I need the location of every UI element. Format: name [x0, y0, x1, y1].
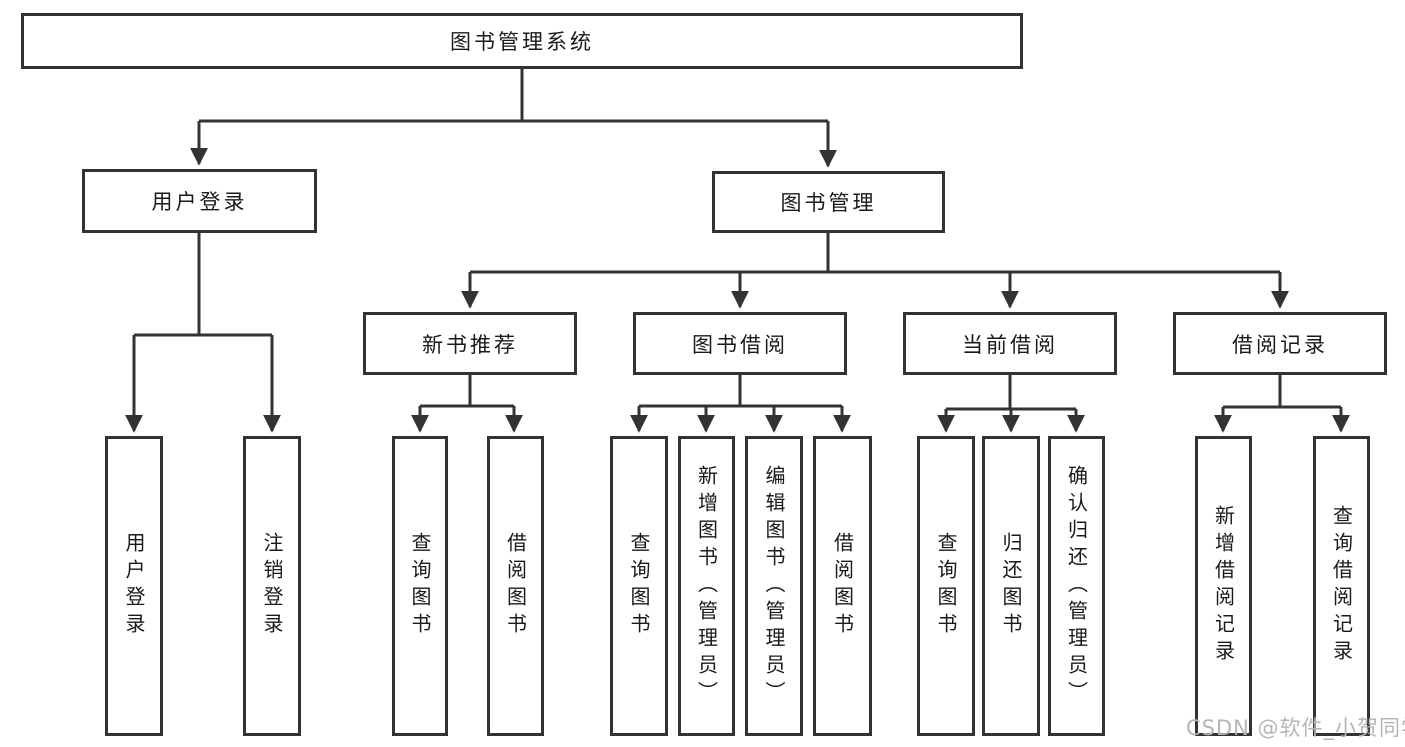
- leaf-return-books-label: 归还图书: [999, 532, 1023, 640]
- node-current-borrowing: 当前借阅: [903, 312, 1117, 375]
- leaf-user-login: 用户登录: [105, 436, 163, 736]
- leaf-search-books-current-label: 查询图书: [934, 532, 958, 640]
- leaf-borrow-books-recommend: 借阅图书: [487, 436, 544, 736]
- leaf-search-books-recommend: 查询图书: [392, 436, 448, 736]
- leaf-add-borrow-record-label: 新增借阅记录: [1211, 505, 1236, 667]
- leaf-return-books: 归还图书: [982, 436, 1040, 736]
- leaf-logout: 注销登录: [243, 436, 301, 736]
- node-borrowing-records: 借阅记录: [1173, 312, 1387, 375]
- leaf-borrow-books-label: 借阅图书: [830, 532, 855, 640]
- node-library-management-system: 图书管理系统: [21, 13, 1023, 69]
- leaf-search-books-borrowing-label: 查询图书: [627, 532, 651, 640]
- leaf-edit-books-admin: 编辑图书（管理员）: [745, 436, 803, 736]
- node-user-login: 用户登录: [82, 169, 317, 233]
- node-book-management: 图书管理: [712, 171, 945, 233]
- leaf-user-login-label: 用户登录: [122, 532, 146, 640]
- watermark: CSDN @软件_小贺同学: [1186, 716, 1405, 740]
- leaf-borrow-books-recommend-label: 借阅图书: [503, 532, 528, 640]
- leaf-confirm-return-admin: 确认归还（管理员）: [1048, 436, 1105, 736]
- leaf-search-books-recommend-label: 查询图书: [408, 532, 432, 640]
- leaf-add-books-admin-label: 新增图书（管理员）: [694, 464, 719, 708]
- leaf-add-books-admin: 新增图书（管理员）: [678, 436, 735, 736]
- leaf-add-borrow-record: 新增借阅记录: [1195, 436, 1252, 736]
- leaf-logout-label: 注销登录: [260, 532, 284, 640]
- leaf-search-borrow-record: 查询借阅记录: [1313, 436, 1370, 736]
- leaf-edit-books-admin-label: 编辑图书（管理员）: [762, 464, 786, 708]
- node-new-book-recommendation: 新书推荐: [363, 312, 577, 375]
- node-book-borrowing: 图书借阅: [633, 312, 847, 375]
- leaf-borrow-books: 借阅图书: [813, 436, 872, 736]
- leaf-search-books-current: 查询图书: [917, 436, 975, 736]
- leaf-search-borrow-record-label: 查询借阅记录: [1329, 505, 1354, 667]
- leaf-confirm-return-admin-label: 确认归还（管理员）: [1064, 464, 1089, 708]
- leaf-search-books-borrowing: 查询图书: [610, 436, 668, 736]
